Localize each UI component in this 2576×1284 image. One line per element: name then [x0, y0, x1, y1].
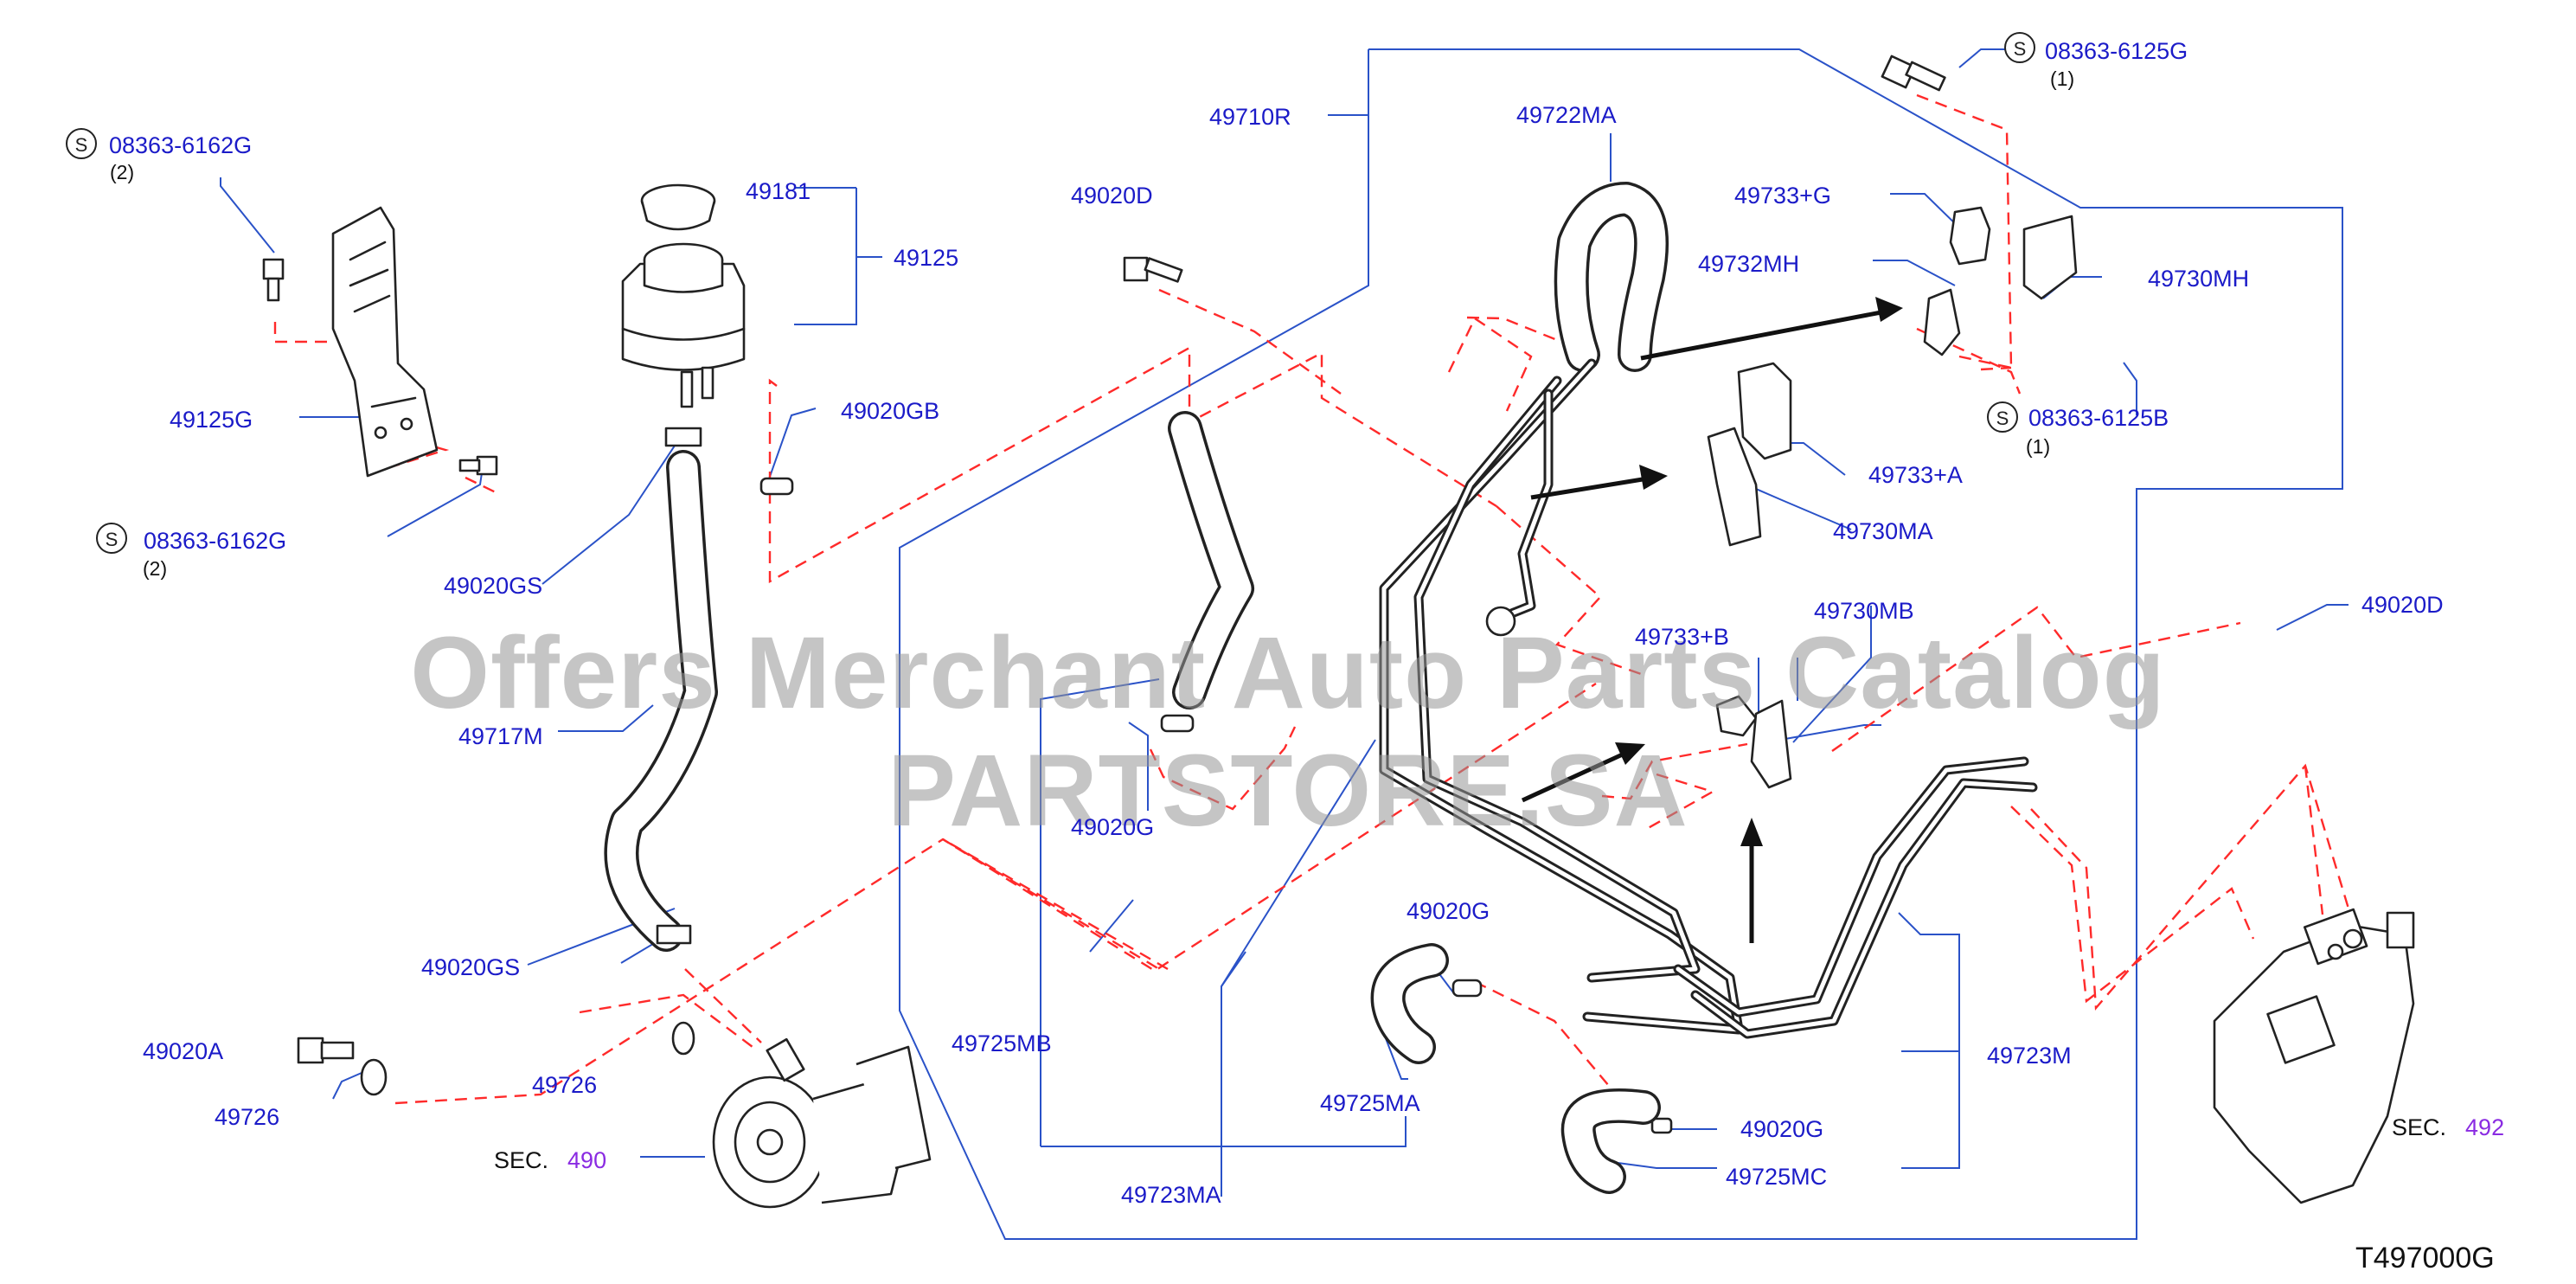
label-49717m[interactable]: 49717M — [458, 723, 543, 749]
label-49020a[interactable]: 49020A — [143, 1038, 224, 1064]
s-marker-6125g: S — [2004, 32, 2035, 63]
section-492-number[interactable]: 492 — [2465, 1114, 2505, 1140]
section-ref-492[interactable]: SEC. 492 — [2392, 1116, 2504, 1140]
label-49726-b[interactable]: 49726 — [215, 1104, 280, 1130]
label-08363-6125b[interactable]: 08363-6125B — [2028, 405, 2169, 431]
label-49725ma[interactable]: 49725MA — [1320, 1090, 1420, 1116]
hose-49717m-art — [604, 427, 718, 952]
label-49726-a[interactable]: 49726 — [532, 1072, 598, 1098]
label-49723m[interactable]: 49723M — [1987, 1043, 2072, 1069]
label-49125g[interactable]: 49125G — [170, 407, 253, 433]
qty-08363-6162g-bottom: (2) — [143, 557, 168, 580]
bolt-6162g-art — [262, 258, 498, 476]
reservoir-49125-art — [621, 242, 746, 408]
label-49181[interactable]: 49181 — [746, 178, 811, 204]
hose-49722ma-art — [1554, 182, 1669, 372]
gearbox-sec492-art — [2213, 908, 2415, 1204]
label-49733b[interactable]: 49733+B — [1635, 624, 1729, 650]
arrows-art — [1521, 297, 1903, 943]
label-49020g-a[interactable]: 49020G — [1071, 814, 1155, 840]
label-08363-6125g[interactable]: 08363-6125G — [2045, 38, 2188, 64]
label-49020gs-top[interactable]: 49020GS — [444, 573, 543, 599]
section-490-number[interactable]: 490 — [567, 1147, 607, 1173]
label-49725mb[interactable]: 49725MB — [952, 1030, 1052, 1056]
bolt-49020d-top-art — [1123, 256, 1183, 283]
label-49732mh[interactable]: 49732MH — [1698, 251, 1800, 277]
label-49020d-top[interactable]: 49020D — [1071, 183, 1153, 209]
qty-08363-6125g: (1) — [2050, 67, 2075, 90]
label-49730mh[interactable]: 49730MH — [2148, 266, 2250, 292]
section-492-prefix: SEC. — [2392, 1114, 2447, 1140]
clamps-art — [759, 477, 1673, 1134]
pipes-49723-art — [1379, 358, 2038, 1039]
bolt-49020a-art — [297, 1021, 695, 1096]
bracket-49125g-art — [331, 206, 439, 478]
hose-49725mb-art — [1168, 411, 1254, 709]
hoses-49725-art — [1370, 943, 1661, 1194]
bolt-6125g-art — [1881, 55, 1946, 92]
s-marker-6125b: S — [1987, 401, 2018, 433]
s-marker-6162g-top: S — [66, 128, 97, 159]
label-49020d-right[interactable]: 49020D — [2361, 592, 2444, 618]
pump-sec490-art — [712, 1037, 932, 1209]
qty-08363-6125b: (1) — [2026, 435, 2051, 458]
label-49020gb[interactable]: 49020GB — [841, 398, 940, 424]
cap-49181-art — [640, 183, 716, 231]
section-490-prefix: SEC. — [494, 1147, 549, 1173]
label-49730mb[interactable]: 49730MB — [1814, 598, 1914, 624]
label-49730ma[interactable]: 49730MA — [1833, 518, 1933, 544]
brackets-art — [1707, 206, 2078, 789]
label-49733g[interactable]: 49733+G — [1734, 183, 1831, 209]
label-49723ma[interactable]: 49723MA — [1121, 1182, 1221, 1208]
label-49722ma[interactable]: 49722MA — [1516, 102, 1617, 128]
section-ref-490[interactable]: SEC. 490 — [494, 1149, 606, 1172]
label-49020g-b[interactable]: 49020G — [1407, 898, 1490, 924]
label-49725mc[interactable]: 49725MC — [1726, 1164, 1828, 1190]
parts-artwork — [262, 55, 2415, 1209]
label-08363-6162g-bottom[interactable]: 08363-6162G — [144, 528, 287, 554]
catalog-number: T497000G — [2355, 1242, 2495, 1274]
label-49710r[interactable]: 49710R — [1209, 104, 1291, 130]
label-08363-6162g-top[interactable]: 08363-6162G — [109, 132, 253, 158]
label-49020g-c[interactable]: 49020G — [1740, 1116, 1824, 1142]
qty-08363-6162g-top: (2) — [110, 161, 135, 183]
label-49125[interactable]: 49125 — [894, 245, 959, 271]
s-marker-6162g-bottom: S — [96, 523, 127, 554]
label-49020gs-bottom[interactable]: 49020GS — [421, 954, 521, 980]
label-49733a[interactable]: 49733+A — [1868, 462, 1963, 488]
